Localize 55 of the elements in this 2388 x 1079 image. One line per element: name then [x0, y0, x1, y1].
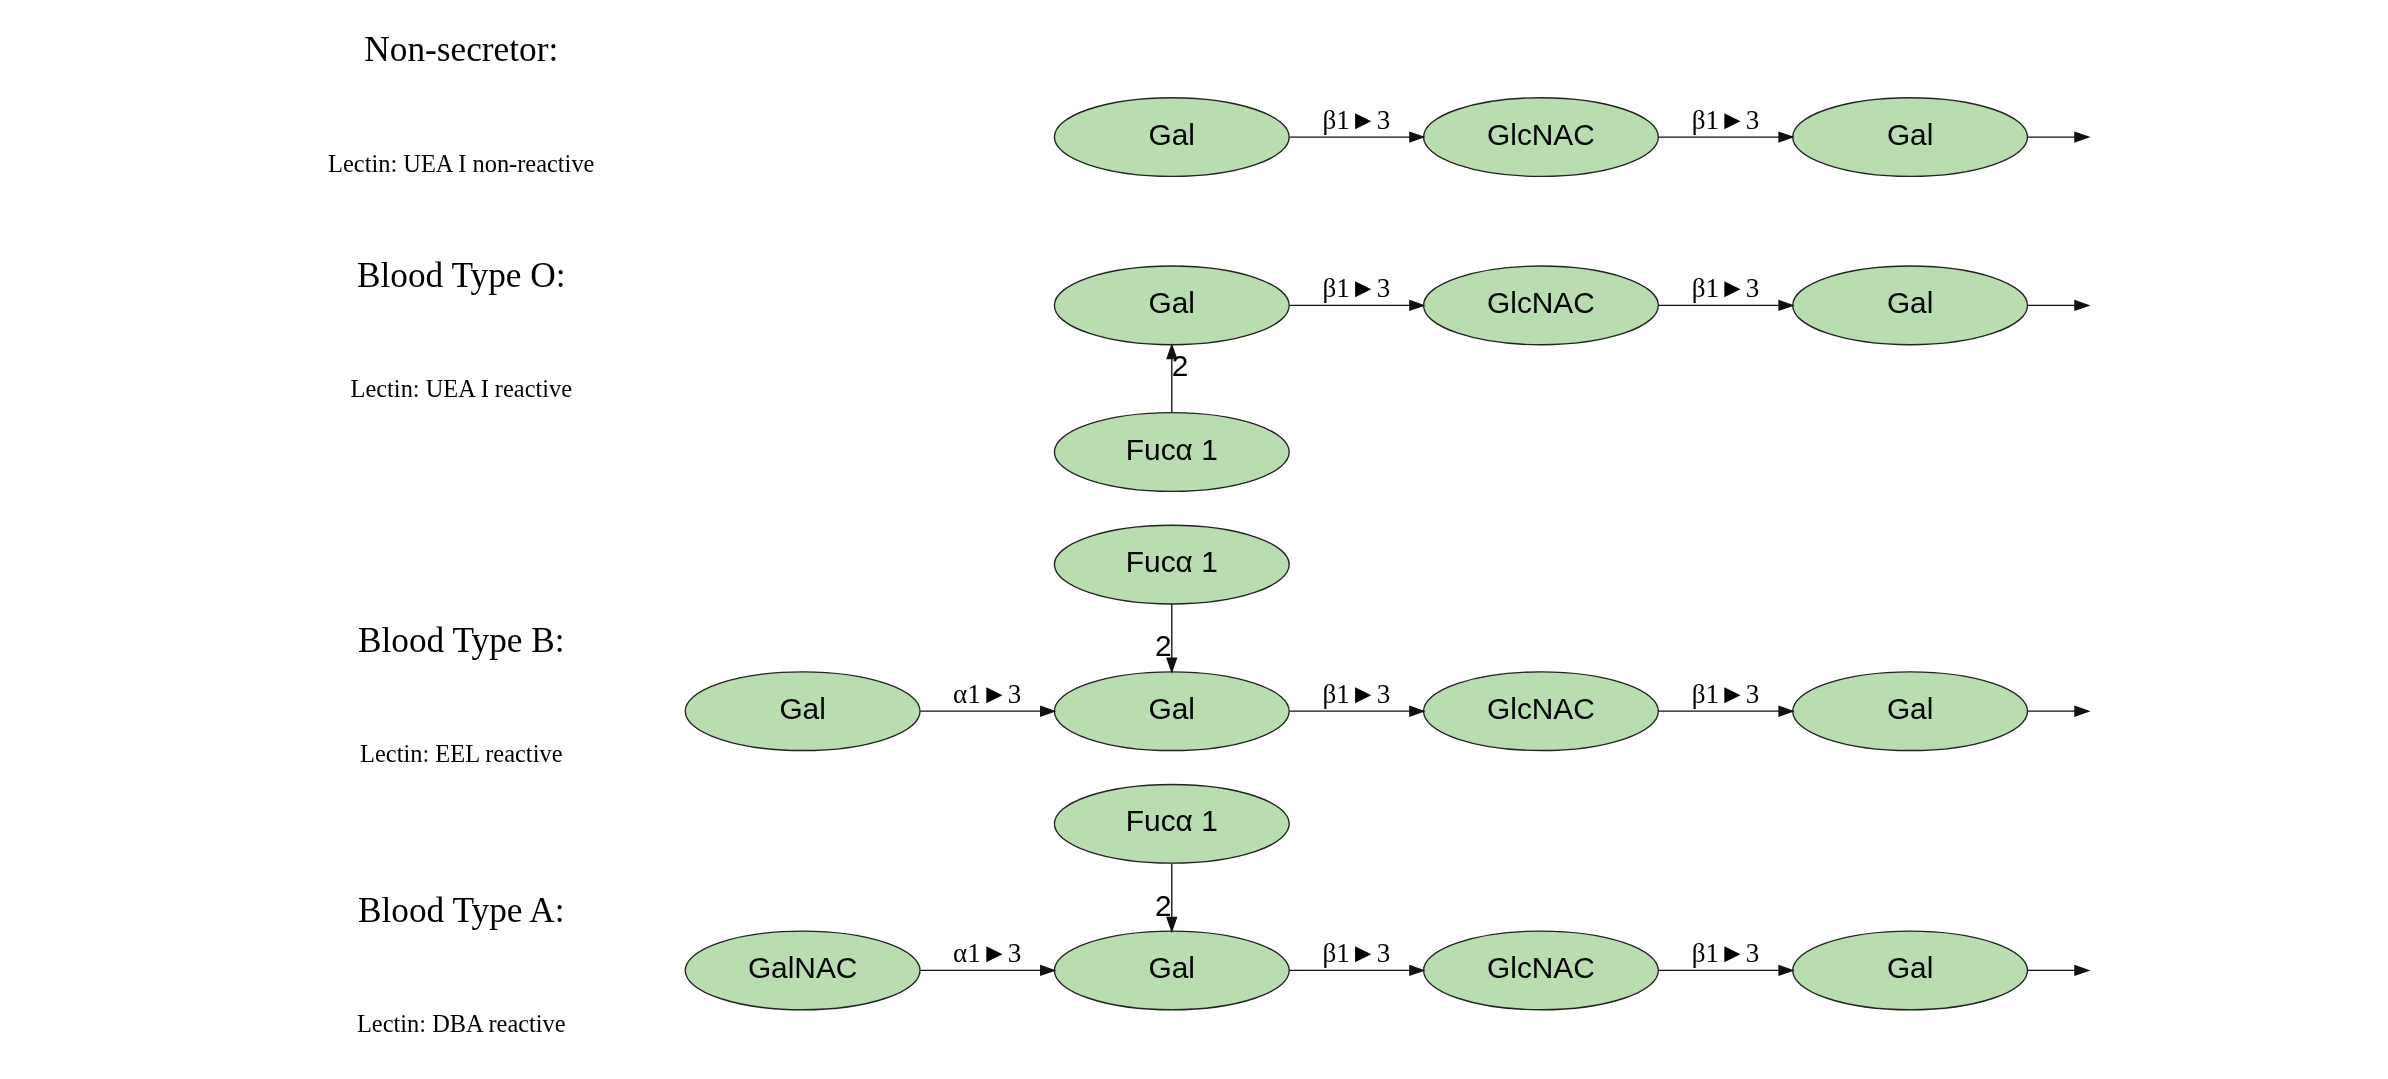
label: Blood Type A:: [358, 890, 565, 930]
node-ellipse: Gal: [1792, 97, 2029, 178]
edge-label: β1►3: [1322, 104, 1391, 135]
edge-label: β1►3: [1322, 273, 1391, 304]
arrow: [1288, 964, 1426, 977]
node-ellipse: GlcNAC: [1422, 671, 1660, 752]
arrow: [2026, 964, 2091, 977]
arrow: [1166, 603, 1178, 674]
arrow: [1166, 343, 1178, 414]
node-ellipse: Gal: [1053, 265, 1290, 346]
label: Lectin: DBA reactive: [356, 1010, 566, 1038]
label: Blood Type O:: [357, 255, 566, 295]
arrow: [1288, 131, 1426, 143]
label: Non-secretor:: [364, 30, 559, 70]
edge-label: 2: [1155, 629, 1172, 663]
node-ellipse: GlcNAC: [1422, 265, 1660, 346]
arrow: [1658, 299, 1795, 312]
node-ellipse: Gal: [1053, 930, 1290, 1011]
arrow: [919, 705, 1057, 717]
edge-label: 2: [1155, 888, 1172, 922]
node-ellipse: GalNAC: [684, 930, 921, 1011]
node-ellipse: Fucα 1: [1053, 524, 1290, 605]
arrow: [919, 964, 1057, 977]
node-ellipse: Gal: [1053, 97, 1290, 178]
arrow: [1288, 299, 1426, 312]
edge-label: β1►3: [1322, 679, 1391, 710]
label: Lectin: UEA I non-reactive: [328, 149, 595, 177]
edge-label: β1►3: [1691, 679, 1760, 710]
node-ellipse: Fucα 1: [1053, 411, 1290, 492]
label: Lectin: EEL reactive: [360, 739, 563, 767]
node-ellipse: Gal: [684, 671, 921, 752]
node-ellipse: Gal: [1792, 265, 2029, 346]
node-ellipse: Gal: [1792, 930, 2029, 1011]
label: Blood Type B:: [358, 620, 565, 660]
edge-label: α1►3: [953, 938, 1022, 969]
label: Lectin: UEA I reactive: [350, 374, 573, 402]
edge-label: 2: [1171, 348, 1189, 382]
node-ellipse: GlcNAC: [1422, 97, 1660, 178]
edge-label: β1►3: [1322, 938, 1391, 969]
node-ellipse: Gal: [1792, 671, 2029, 752]
arrow: [1658, 964, 1795, 977]
arrow: [1166, 862, 1178, 933]
arrow: [2026, 705, 2091, 717]
edge-label: β1►3: [1691, 938, 1760, 969]
arrow: [2026, 299, 2091, 312]
arrow: [1658, 131, 1795, 143]
edge-label: β1►3: [1691, 104, 1760, 135]
arrow: [1658, 705, 1795, 717]
node-ellipse: GlcNAC: [1422, 930, 1660, 1011]
node-ellipse: Gal: [1053, 671, 1290, 752]
arrow: [1288, 705, 1426, 717]
node-ellipse: Fucα 1: [1053, 783, 1290, 864]
arrow: [2026, 131, 2091, 143]
edge-label: β1►3: [1691, 273, 1760, 304]
edge-label: α1►3: [953, 679, 1022, 710]
